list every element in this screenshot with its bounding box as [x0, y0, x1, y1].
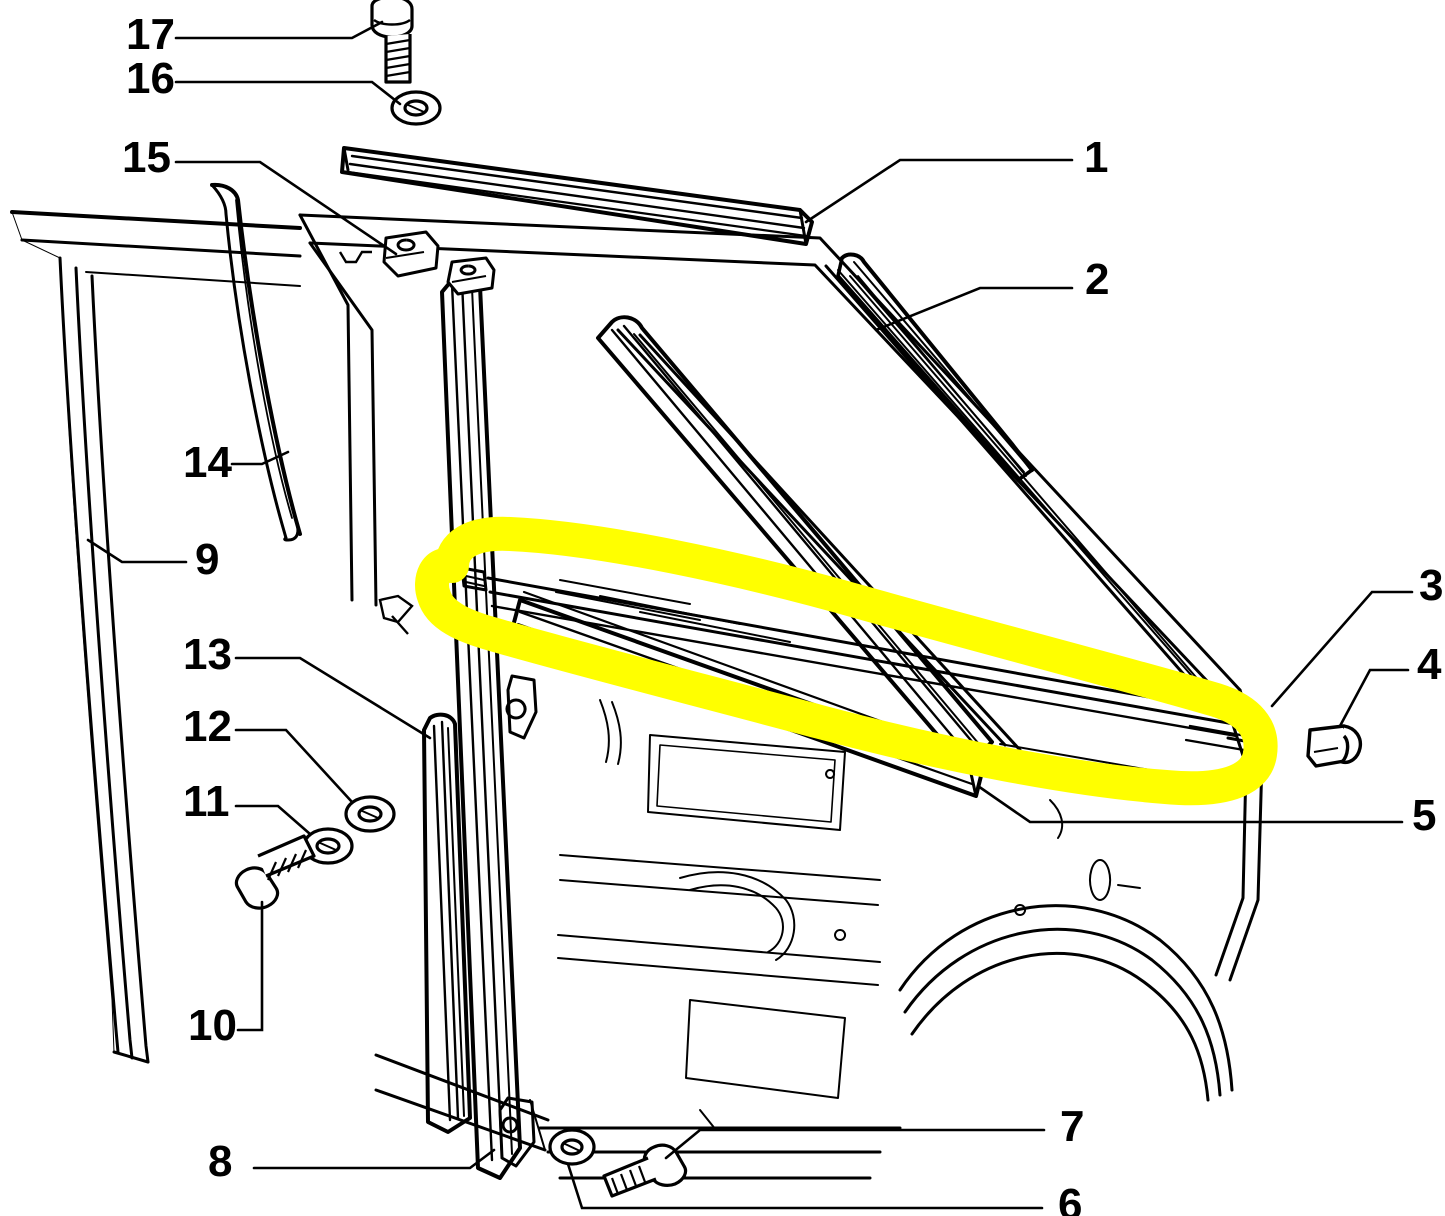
part-9-door-opening-weatherstrip	[10, 210, 302, 1064]
callout-number-11: 11	[183, 777, 230, 826]
frame-stamping-detail	[338, 250, 414, 635]
part-15-retaining-clip	[382, 230, 496, 296]
yellow-highlight-annotation	[415, 516, 1278, 806]
washer-12-icon	[344, 795, 396, 833]
leader-lines	[86, 20, 1414, 1210]
bolt-7-icon	[602, 1143, 688, 1198]
callout-number-8: 8	[208, 1137, 233, 1186]
part-14-window-channel-guide	[210, 182, 302, 542]
part-13-glass-run-channel	[422, 712, 472, 1134]
part-1-upper-frame-molding	[340, 146, 814, 246]
callout-number-3: 3	[1419, 561, 1444, 610]
callout-number-16: 16	[126, 54, 175, 103]
callout-number-12: 12	[183, 702, 232, 751]
callout-number-4: 4	[1417, 640, 1442, 689]
bolt-17-icon	[370, 0, 414, 84]
vehicle-body-outline	[298, 213, 1264, 1180]
washer-11-icon	[302, 827, 354, 865]
part-2-rear-pillar-trim	[836, 252, 1034, 482]
callout-number-7: 7	[1060, 1102, 1085, 1151]
callout-number-1: 1	[1084, 133, 1109, 182]
callout-number-2: 2	[1085, 255, 1110, 304]
callout-number-13: 13	[183, 630, 232, 679]
rear-window-run-channel	[824, 264, 1227, 713]
callout-number-10: 10	[188, 1001, 237, 1050]
clip-4-icon	[1306, 724, 1363, 768]
callout-number-14: 14	[183, 438, 232, 487]
callout-number-5: 5	[1412, 791, 1437, 840]
washer-6-icon	[548, 1128, 596, 1166]
part-8-center-pillar-trim	[440, 273, 538, 1180]
callout-number-9: 9	[195, 535, 220, 584]
callout-number-15: 15	[122, 133, 171, 182]
callout-number-6: 6	[1058, 1180, 1083, 1216]
callout-number-17: 17	[126, 10, 175, 59]
washer-16-icon	[390, 90, 442, 126]
bolt-10-icon	[234, 834, 316, 910]
